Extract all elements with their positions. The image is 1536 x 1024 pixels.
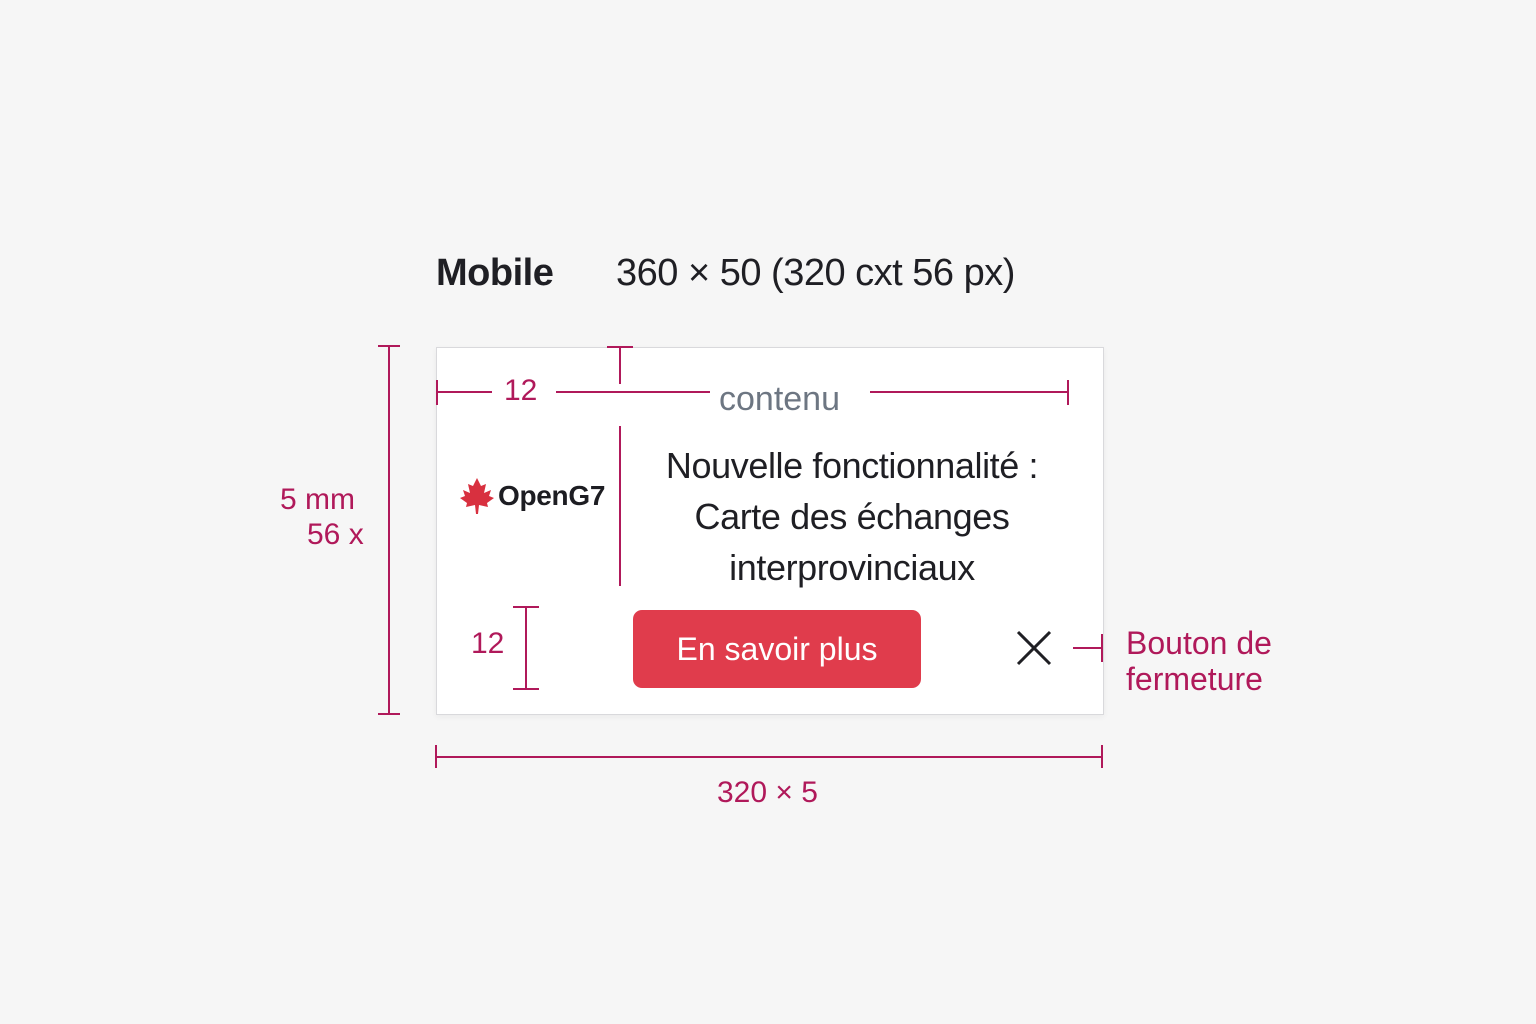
close-annotation-line: fermeture bbox=[1126, 661, 1263, 697]
banner-message: Nouvelle fonctionnalité : Carte des écha… bbox=[632, 440, 1072, 593]
height-label-secondary: 56 x bbox=[307, 518, 364, 551]
brand-logo: OpenG7 bbox=[458, 476, 605, 516]
banner-dimensions: 360 × 50 (320 cxt 56 px) bbox=[616, 252, 1015, 294]
content-label: contenu bbox=[719, 380, 840, 418]
device-label: Mobile bbox=[436, 252, 554, 294]
content-divider bbox=[619, 426, 621, 586]
message-line: Nouvelle fonctionnalité : bbox=[665, 445, 1039, 486]
learn-more-button[interactable]: En savoir plus bbox=[633, 610, 921, 688]
height-label: 5 mm bbox=[280, 483, 355, 516]
message-line: Carte des échanges bbox=[694, 496, 1010, 537]
close-icon bbox=[1016, 630, 1052, 666]
close-annotation-line: Bouton de bbox=[1126, 625, 1272, 661]
padding-top-label: 12 bbox=[504, 374, 538, 407]
padding-bottom-label: 12 bbox=[471, 627, 505, 660]
close-button[interactable] bbox=[1010, 624, 1058, 672]
message-line: interprovinciaux bbox=[729, 547, 975, 588]
width-label: 320 × 5 bbox=[717, 776, 818, 809]
logo-wordmark: OpenG7 bbox=[498, 480, 606, 511]
maple-leaf-icon bbox=[460, 478, 494, 514]
close-button-annotation: Bouton de fermeture bbox=[1126, 625, 1272, 697]
